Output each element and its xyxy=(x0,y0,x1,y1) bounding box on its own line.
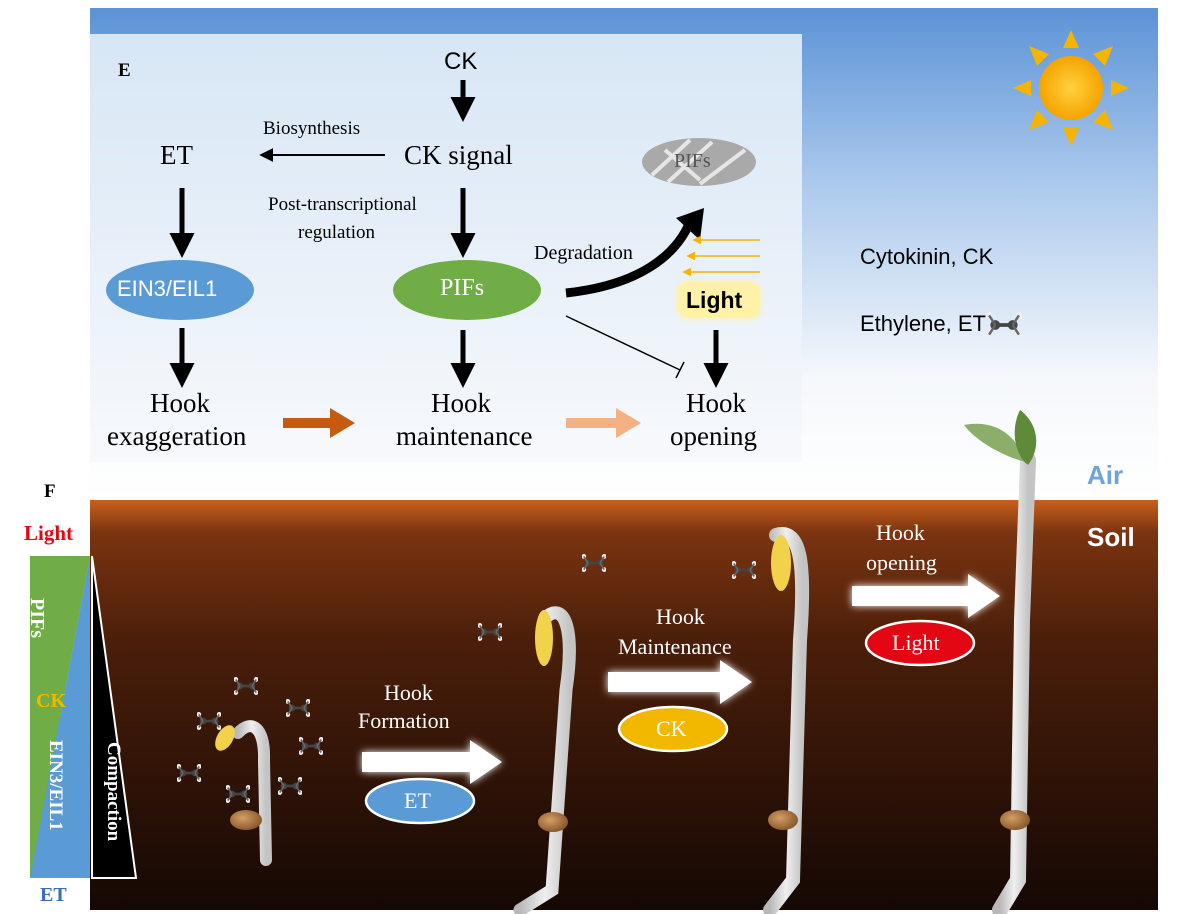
side-ein3-label: EIN3/EIL1 xyxy=(45,740,66,831)
post-transcriptional-label: Post-transcriptional xyxy=(268,194,417,215)
pifs-label: PIFs xyxy=(440,275,485,301)
side-light-label: Light xyxy=(24,521,74,545)
seedling-emerged xyxy=(964,410,1037,914)
stage1-label-2: Formation xyxy=(358,708,450,733)
stage3-light-badge xyxy=(864,619,976,667)
hook-maintenance-label-1: Hook xyxy=(431,388,491,418)
degraded-pifs-label: PIFs xyxy=(674,150,711,172)
seedling-hook-formation xyxy=(215,720,272,866)
legend-ethylene: Ethylene, ET xyxy=(860,311,986,336)
side-pifs-label: PIFs xyxy=(26,598,48,638)
ein3-eil1-label: EIN3/EIL1 xyxy=(117,276,218,301)
hook-exaggeration-label-2: exaggeration xyxy=(107,421,247,451)
panel-f-tag: F xyxy=(44,481,56,502)
side-ck-label: CK xyxy=(36,690,66,712)
panel-e-box xyxy=(90,34,802,462)
side-et-label: ET xyxy=(40,884,67,906)
stage2-label-1: Hook xyxy=(656,604,705,629)
stage-arrows xyxy=(362,574,1000,784)
stage1-et-badge xyxy=(364,777,476,825)
ein3-eil1-oval xyxy=(106,260,254,320)
hook-opening-label-2: opening xyxy=(670,421,757,451)
stage3-label-2: opening xyxy=(866,550,937,575)
seedling-hook-maintenance xyxy=(513,606,576,914)
air-label: Air xyxy=(1087,460,1124,490)
stage2-label-2: Maintenance xyxy=(618,634,732,659)
ck-label: CK xyxy=(444,48,478,75)
pifs-oval xyxy=(393,260,541,320)
hook-opening-label-1: Hook xyxy=(686,388,746,418)
et-label: ET xyxy=(160,140,193,170)
panel-e-tag: E xyxy=(118,60,131,81)
light-label: Light xyxy=(686,287,743,313)
hook-exaggeration-label-1: Hook xyxy=(150,388,210,418)
side-gauge xyxy=(30,555,138,879)
biosynthesis-label: Biosynthesis xyxy=(263,118,361,139)
hook-maintenance-label-2: maintenance xyxy=(396,421,533,451)
stage2-badge-label: CK xyxy=(656,716,687,741)
ck-signal-label: CK signal xyxy=(404,140,513,170)
stage3-badge-label: Light xyxy=(892,630,940,655)
stage3-label-1: Hook xyxy=(876,520,925,545)
sun-icon xyxy=(1013,30,1129,146)
light-highlight xyxy=(678,282,760,318)
compaction-label: Compaction xyxy=(103,742,124,842)
stage2-ck-badge xyxy=(617,705,729,753)
degradation-label: Degradation xyxy=(534,242,633,264)
soil-background xyxy=(90,500,1158,910)
soil-label: Soil xyxy=(1087,522,1135,552)
panel-e-arrows xyxy=(169,80,760,438)
regulation-label: regulation xyxy=(298,222,376,243)
stage1-label-1: Hook xyxy=(384,680,433,705)
degraded-pifs-icon xyxy=(642,138,756,186)
legend-cytokinin: Cytokinin, CK xyxy=(860,244,994,269)
stage1-badge-label: ET xyxy=(404,788,431,813)
seedling-hook-opening xyxy=(763,527,810,914)
